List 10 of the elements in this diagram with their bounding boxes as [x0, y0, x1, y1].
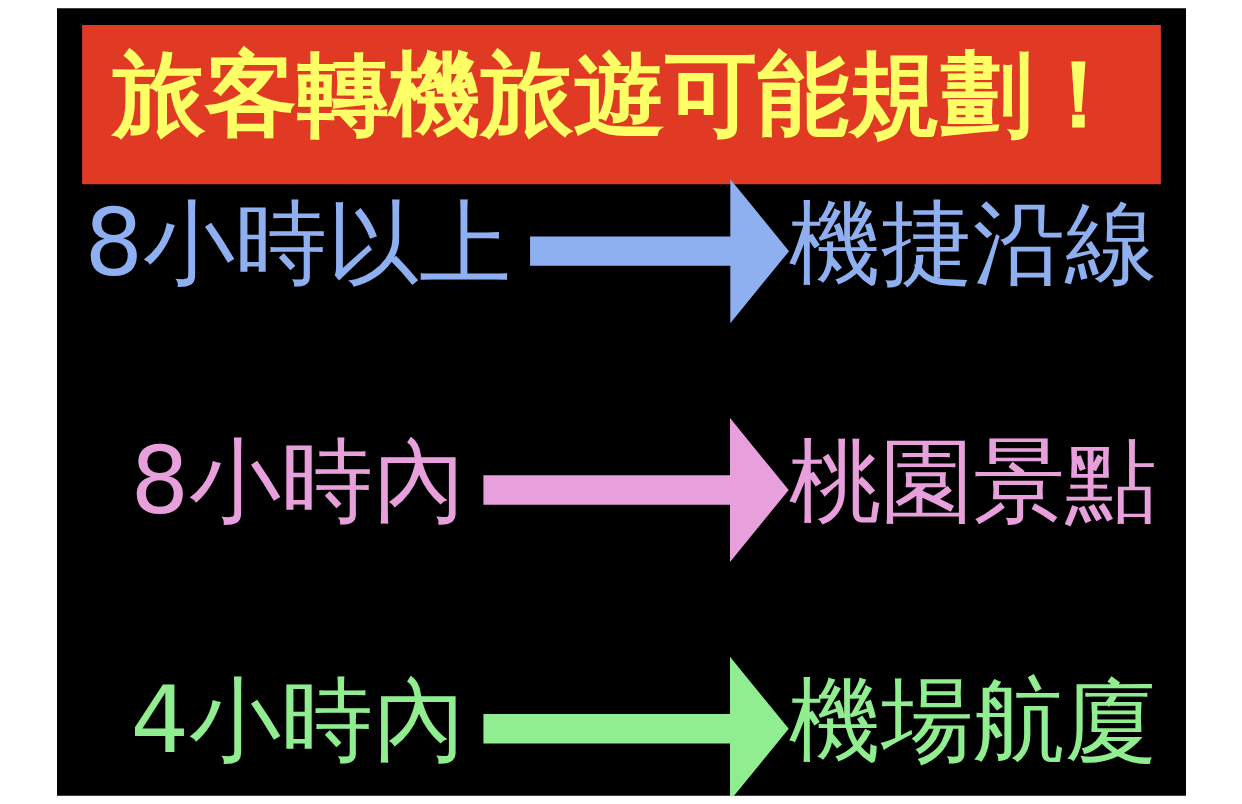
arrow: [482, 656, 789, 796]
node-text: 4小時內: [130, 666, 465, 775]
node-text: 8小時以上: [84, 188, 511, 297]
node-text: 8小時內: [130, 427, 465, 536]
node-text: 機場航廈: [788, 666, 1157, 775]
diagram-title: 旅客轉機旅遊可能規劃！: [112, 39, 1125, 148]
node-text: 機捷沿線: [788, 188, 1157, 297]
node-text: 桃園景點: [788, 427, 1157, 536]
arrow: [482, 418, 789, 562]
arrow: [529, 179, 789, 324]
